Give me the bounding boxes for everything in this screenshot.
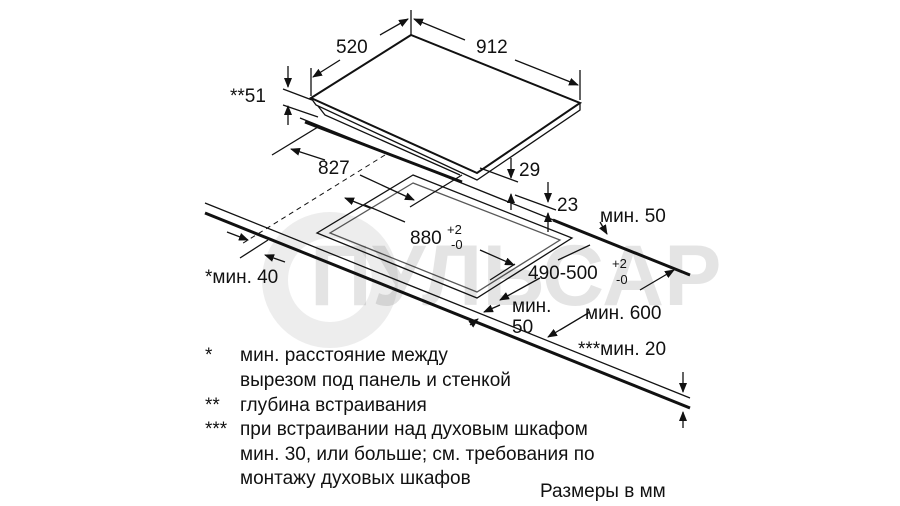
dim-min-front-label: мин. — [512, 296, 551, 317]
svg-text:вырезом под панель и стенкой: вырезом под панель и стенкой — [240, 370, 511, 391]
dim-top-thickness: 29 — [519, 160, 540, 181]
svg-text:глубина встраивания: глубина встраивания — [240, 395, 427, 416]
dim-min-oven: ***мин. 20 — [578, 339, 666, 360]
svg-text:мин. 30, или больше; см. требо: мин. 30, или больше; см. требования по — [240, 444, 595, 465]
svg-text:**: ** — [205, 395, 220, 416]
dim-frame-offset: 23 — [557, 195, 578, 216]
dim-cutout-depth: 490-500 — [528, 263, 598, 284]
dim-depth: 520 — [336, 37, 368, 58]
svg-text:-0: -0 — [616, 272, 628, 287]
svg-text:ПУЛЬСАР: ПУЛЬСАР — [310, 228, 721, 324]
cutout-outline — [315, 174, 574, 299]
dim-min-front-value: 50 — [512, 317, 533, 338]
svg-text:*: * — [205, 345, 213, 366]
dim-width: 912 — [476, 37, 508, 58]
svg-text:+2: +2 — [612, 256, 627, 271]
units-note: Размеры в мм — [540, 481, 666, 502]
dim-height-total: **51 — [230, 86, 266, 107]
dim-min-back: мин. 50 — [600, 206, 666, 227]
dim-min-wall: *мин. 40 — [205, 267, 278, 288]
svg-text:***: *** — [205, 419, 228, 440]
dim-frame-width: 827 — [318, 158, 350, 179]
svg-text:+2: +2 — [447, 222, 462, 237]
dim-cutout-width: 880 — [410, 228, 442, 249]
svg-text:-0: -0 — [451, 237, 463, 252]
hob — [304, 33, 583, 184]
footnotes: * мин. расстояние между вырезом под пане… — [205, 345, 595, 489]
svg-text:мин. расстояние между: мин. расстояние между — [240, 345, 448, 366]
svg-text:монтажу духовых шкафов: монтажу духовых шкафов — [240, 468, 471, 489]
dim-min-cabinet: мин. 600 — [585, 303, 661, 324]
svg-text:при встраивании над духовым шк: при встраивании над духовым шкафом — [240, 419, 588, 440]
